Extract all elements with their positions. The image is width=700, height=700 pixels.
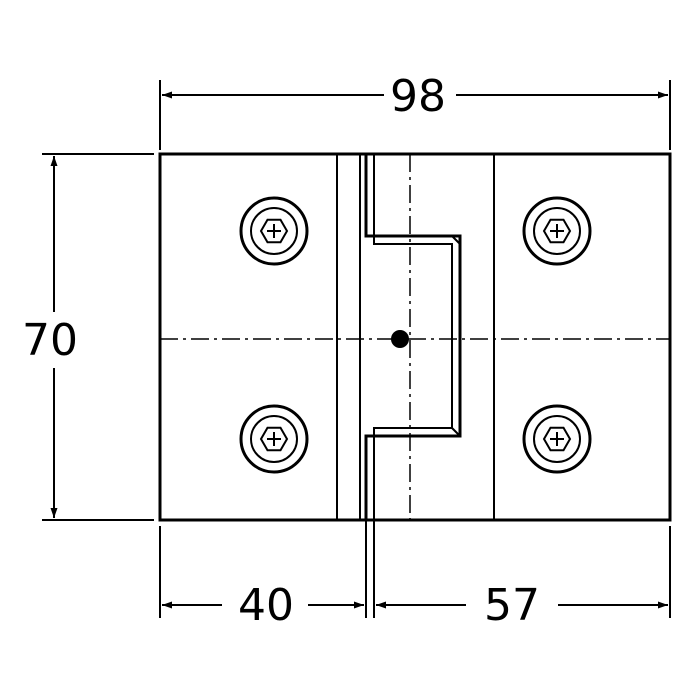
dimension-label-overall-width: 98 [390,71,446,122]
dimension-overall-width: 98 [162,71,668,122]
screw-top-left [239,196,309,266]
dimension-left-leaf: 40 [162,580,364,631]
dimension-label-left-leaf: 40 [238,580,294,631]
screw-bottom-left [239,404,309,474]
dimension-label-right-leaf: 57 [484,580,540,631]
pivot-pin [391,330,409,348]
dimension-right-leaf: 57 [376,580,668,631]
knuckle-profile [364,154,462,520]
dimension-height: 70 [22,156,78,518]
hinge-body [158,152,672,522]
screw-top-right [522,196,592,266]
dimension-label-height: 70 [22,315,78,366]
screw-bottom-right [522,404,592,474]
hinge-outline [158,152,672,522]
extension-lines [42,80,671,618]
center-lines [160,154,670,520]
